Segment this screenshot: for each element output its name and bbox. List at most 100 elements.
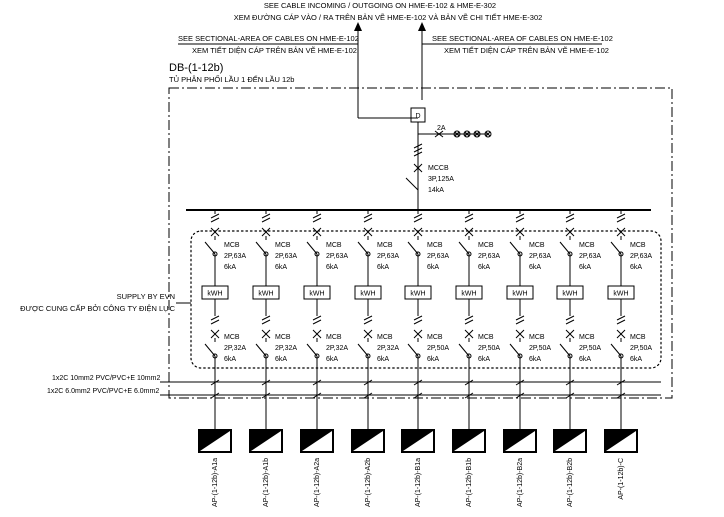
upper-mcb-breaking: 6kA (275, 264, 287, 271)
mccb-breaking: 14kA (428, 187, 444, 194)
incoming-note-en: SEE CABLE INCOMING / OUTGOING ON HME-E-1… (264, 1, 496, 10)
circuit: MCB2P,63A6kAkWHMCB2P,32A6kAAP-(1-12b)-A1… (198, 210, 246, 507)
sub-board-fill (302, 431, 332, 451)
incomer: D 2A MCCB 3P,125A 14kA (405, 107, 492, 210)
kwh-meter-label: kWH (207, 291, 222, 298)
upper-mcb-breaking: 6kA (630, 264, 642, 271)
circuit: MCB 2P,63A 6kA kWH MCB 2P,32A 6kA AP-(1-12b)-A2… (300, 210, 348, 507)
meter-symbol: D (415, 113, 420, 120)
outgoing-circuits: MCB 2P,63A 6kA kWH MCB 2P,32A 6kA AP-(1-12b)-A1… (198, 210, 652, 507)
lower-mcb-type: MCB (377, 334, 393, 341)
load-label: AP-(1-12b)-B2b (567, 458, 574, 507)
lower-mcb-rating: 2P,50A (630, 345, 652, 352)
lower-mcb-breaking: 6kA (326, 356, 338, 363)
lower-mcb-breaking: 6kA (377, 356, 389, 363)
lower-mcb-type: MCB (427, 334, 443, 341)
lower-mcb-rating: 2P,32A (377, 345, 399, 352)
sub-board-fill (200, 431, 230, 451)
upper-mcb-type: MCB (478, 242, 494, 249)
sub-board-fill (353, 431, 383, 451)
upper-mcb-breaking: 6kA (579, 264, 591, 271)
circuit: MCB 2P,63A 6kA kWH MCB 2P,50A 6kA AP-(1-12b)-B1… (401, 210, 449, 507)
upper-mcb-type: MCB (224, 242, 240, 249)
lower-mcb-breaking: 6kA (224, 356, 236, 363)
upper-mcb-type: MCB (427, 242, 443, 249)
right-section-note-vi: XEM TIẾT DIỆN CÁP TRÊN BẢN VẼ HME-E-102 (444, 45, 609, 55)
upper-mcb-breaking: 6kA (478, 264, 490, 271)
load-label: AP-(1-12b)-A2b (365, 458, 372, 507)
kwh-meter-label: kWH (410, 291, 425, 298)
mccb-type: MCCB (428, 165, 449, 172)
upper-mcb-breaking: 6kA (529, 264, 541, 271)
sub-board-fill (403, 431, 433, 451)
upper-mcb-breaking: 6kA (377, 264, 389, 271)
lower-mcb-breaking: 6kA (579, 356, 591, 363)
kwh-meter-label: kWH (512, 291, 527, 298)
lower-mcb-rating: 2P,50A (478, 345, 500, 352)
upper-mcb-rating: 2P,63A (326, 253, 348, 260)
board-name: DB-(1-12b) (169, 62, 223, 74)
kwh-meter-label: kWH (562, 291, 577, 298)
load-label: AP-(1-12b)-B1a (415, 458, 422, 507)
left-section-note-vi: XEM TIẾT DIỆN CÁP TRÊN BẢN VẼ HME-E-102 (192, 45, 357, 55)
supply-label-en: SUPPLY BY EVN (117, 292, 175, 301)
upper-mcb-rating: 2P,63A (529, 253, 551, 260)
circuit: MCB2P,63A6kAkWHMCB2P,50A6kAAP-(1-12b)-B2… (503, 210, 551, 507)
upper-mcb-rating: 2P,63A (579, 253, 601, 260)
lower-mcb-type: MCB (326, 334, 342, 341)
lower-mcb-type: MCB (579, 334, 595, 341)
upper-mcb-type: MCB (326, 242, 342, 249)
load-label: AP-(1-12b)-C (618, 458, 625, 500)
load-label: AP-(1-12b)-A1b (263, 458, 270, 507)
upper-mcb-breaking: 6kA (427, 264, 439, 271)
cable-note-6mm2: 1x2C 6.0mm2 PVC/PVC+E 6.0mm2 (47, 388, 159, 395)
lower-mcb-rating: 2P,32A (275, 345, 297, 352)
upper-mcb-type: MCB (579, 242, 595, 249)
lower-mcb-rating: 2P,50A (427, 345, 449, 352)
load-label: AP-(1-12b)-A2a (314, 458, 321, 507)
supply-label-vi: ĐƯỢC CUNG CẤP BỞI CÔNG TY ĐIỆN LỰC (20, 303, 175, 313)
upper-mcb-breaking: 6kA (326, 264, 338, 271)
sub-board-fill (606, 431, 636, 451)
lower-mcb-type: MCB (630, 334, 646, 341)
lower-mcb-breaking: 6kA (478, 356, 490, 363)
upper-mcb-rating: 2P,63A (478, 253, 500, 260)
cable-arrows (354, 22, 426, 119)
left-section-note-en: SEE SECTIONAL-AREA OF CABLES ON HME-E-10… (178, 34, 359, 43)
load-label: AP-(1-12b)-A1a (212, 458, 219, 507)
incoming-note-vi: XEM ĐƯỜNG CÁP VÀO / RA TRÊN BẢN VẼ HME-E… (234, 12, 543, 22)
circuit: MCB2P,63A6kAkWHMCB2P,50A6kAAP-(1-12b)-B1… (452, 210, 500, 507)
lower-mcb-type: MCB (275, 334, 291, 341)
lower-mcb-breaking: 6kA (529, 356, 541, 363)
kwh-meter-label: kWH (461, 291, 476, 298)
sub-board-fill (555, 431, 585, 451)
upper-mcb-type: MCB (275, 242, 291, 249)
meter-cabinet (190, 230, 662, 369)
load-label: AP-(1-12b)-B2a (517, 458, 524, 507)
upper-mcb-rating: 2P,63A (275, 253, 297, 260)
mccb-rating: 3P,125A (428, 176, 454, 183)
kwh-meter-label: kWH (309, 291, 324, 298)
upper-mcb-breaking: 6kA (224, 264, 236, 271)
lower-mcb-rating: 2P,32A (326, 345, 348, 352)
upper-mcb-rating: 2P,63A (427, 253, 449, 260)
upper-mcb-rating: 2P,63A (224, 253, 246, 260)
right-section-note-en: SEE SECTIONAL-AREA OF CABLES ON HME-E-10… (432, 34, 613, 43)
sub-board-fill (454, 431, 484, 451)
circuit: MCB2P,63A6kAkWHMCB2P,32A6kAAP-(1-12b)-A2… (351, 210, 399, 507)
lower-mcb-type: MCB (529, 334, 545, 341)
board-enclosure (168, 87, 673, 399)
lower-mcb-breaking: 6kA (427, 356, 439, 363)
upper-mcb-rating: 2P,63A (377, 253, 399, 260)
indicator-lamps-icon (453, 130, 492, 138)
lower-mcb-breaking: 6kA (630, 356, 642, 363)
upper-mcb-rating: 2P,63A (630, 253, 652, 260)
upper-mcb-type: MCB (630, 242, 646, 249)
sub-board-fill (251, 431, 281, 451)
kwh-meter-label: kWH (360, 291, 375, 298)
upper-mcb-type: MCB (529, 242, 545, 249)
kwh-meter-label: kWH (258, 291, 273, 298)
lower-mcb-type: MCB (478, 334, 494, 341)
